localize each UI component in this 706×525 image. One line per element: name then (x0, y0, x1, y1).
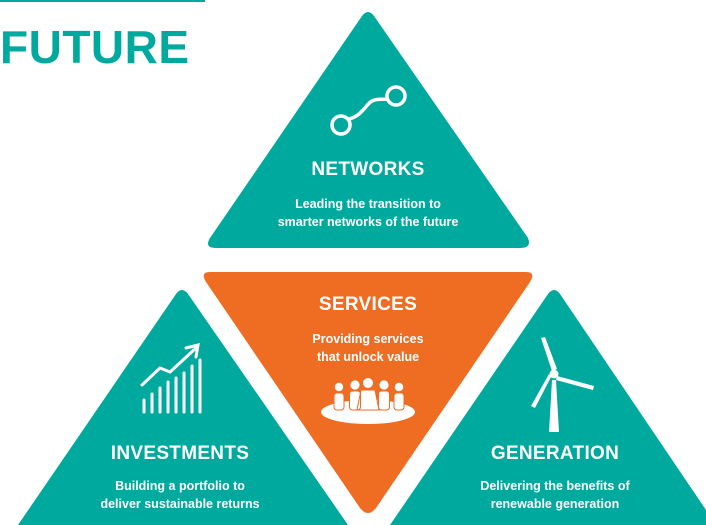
connection-nodes-icon (330, 85, 407, 136)
generation-desc-line: Delivering the benefits of (480, 479, 630, 493)
top-rule (0, 0, 205, 2)
networks-triangle (208, 12, 529, 248)
services-desc-line: that unlock value (316, 350, 420, 364)
generation-triangle (390, 290, 706, 525)
investments-description: Building a portfolio to deliver sustaina… (50, 477, 310, 513)
services-desc-line: Providing services (312, 332, 424, 346)
generation-description: Delivering the benefits of renewable gen… (435, 477, 675, 513)
investments-desc-line: deliver sustainable returns (100, 497, 260, 511)
networks-title: NETWORKS (311, 159, 425, 180)
investments-desc-line: Building a portfolio to (115, 479, 245, 493)
networks-description: Leading the transition to smarter networ… (238, 195, 498, 231)
services-description: Providing services that unlock value (268, 330, 468, 366)
services-title: SERVICES (318, 294, 418, 315)
investments-title: INVESTMENTS (110, 443, 250, 464)
networks-desc-line: Leading the transition to (295, 197, 441, 211)
wind-turbine-icon (531, 337, 594, 432)
generation-title: GENERATION (490, 443, 620, 464)
people-group-icon (321, 378, 415, 424)
growth-chart-icon (140, 342, 202, 414)
networks-desc-line: smarter networks of the future (277, 215, 459, 229)
generation-desc-line: renewable generation (490, 497, 620, 511)
page-heading: FUTURE (0, 21, 190, 73)
